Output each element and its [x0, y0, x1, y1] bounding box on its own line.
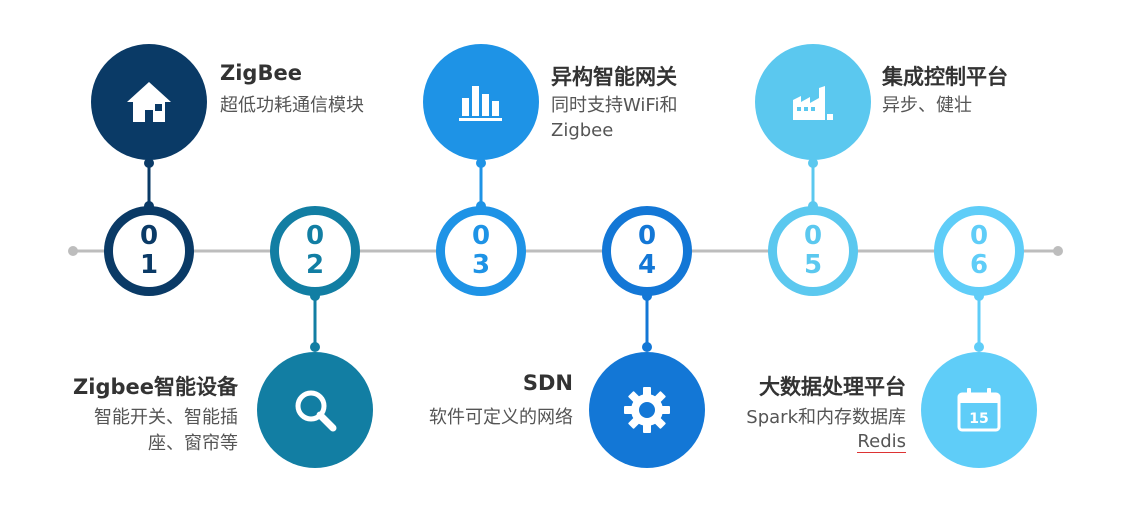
- item-6-desc-line-2: Redis: [857, 429, 906, 454]
- step-number-1-bottom: 1: [139, 250, 159, 280]
- step-number-2: 0 2: [270, 206, 360, 296]
- item-2-desc-line-2: 座、窗帘等: [148, 433, 238, 454]
- step-number-6-top: 0: [969, 221, 989, 251]
- icon-circle-4: [589, 352, 705, 468]
- item-1-desc-line-1: 超低功耗通信模块: [220, 95, 364, 116]
- item-3-title: 异构智能网关: [551, 65, 677, 89]
- step-number-3-top: 0: [471, 221, 491, 251]
- step-number-4-bottom: 4: [637, 250, 657, 280]
- step-number-6: 0 6: [934, 206, 1024, 296]
- step-number-6-bottom: 6: [969, 250, 989, 280]
- search-icon: [295, 390, 337, 432]
- step-number-3-bottom: 3: [471, 250, 491, 280]
- item-2-desc-line-1: 智能开关、智能插: [94, 407, 238, 428]
- connector-5: [808, 158, 818, 211]
- item-5-title: 集成控制平台: [882, 65, 1008, 89]
- connector-2: [310, 291, 320, 352]
- item-4-desc-line-1: 软件可定义的网络: [429, 407, 573, 428]
- item-4-title: SDN: [522, 371, 573, 395]
- timeline-end-dot: [1053, 246, 1063, 256]
- step-number-1: 0 1: [104, 206, 194, 296]
- step-number-4: 0 4: [602, 206, 692, 296]
- item-1-title: ZigBee: [220, 61, 302, 85]
- item-6-desc-line-2-text: Redis: [857, 431, 906, 453]
- calendar-day: 15: [969, 411, 988, 427]
- icon-circle-5: [755, 44, 871, 160]
- icon-circle-6: 15: [921, 352, 1037, 468]
- step-number-5-bottom: 5: [803, 250, 823, 280]
- gear-icon: [624, 387, 670, 433]
- item-5-desc-line-1: 异步、健壮: [882, 95, 972, 116]
- step-number-5: 0 5: [768, 206, 858, 296]
- item-6-desc-line-1: Spark和内存数据库: [746, 407, 906, 428]
- connector-1: [144, 158, 154, 211]
- connector-6: [974, 291, 984, 352]
- item-3-desc-line-2: Zigbee: [551, 120, 614, 141]
- connector-4: [642, 291, 652, 352]
- step-number-1-top: 0: [139, 221, 159, 251]
- step-number-4-top: 0: [637, 221, 657, 251]
- icon-circle-2: [257, 352, 373, 468]
- connector-3: [476, 158, 486, 211]
- item-6-title: 大数据处理平台: [759, 375, 906, 399]
- step-number-2-bottom: 2: [305, 250, 325, 280]
- house-icon: [127, 82, 171, 122]
- step-number-2-top: 0: [305, 221, 325, 251]
- item-2-title: Zigbee智能设备: [73, 375, 238, 399]
- calendar-icon: 15: [957, 388, 1001, 432]
- icon-circle-1: [91, 44, 207, 160]
- factory-icon: [793, 86, 833, 120]
- bar-chart-icon: [459, 86, 502, 121]
- step-number-5-top: 0: [803, 221, 823, 251]
- item-3-desc-line-1: 同时支持WiFi和: [551, 95, 678, 116]
- timeline-start-dot: [68, 246, 78, 256]
- icon-circle-3: [423, 44, 539, 160]
- step-number-3: 0 3: [436, 206, 526, 296]
